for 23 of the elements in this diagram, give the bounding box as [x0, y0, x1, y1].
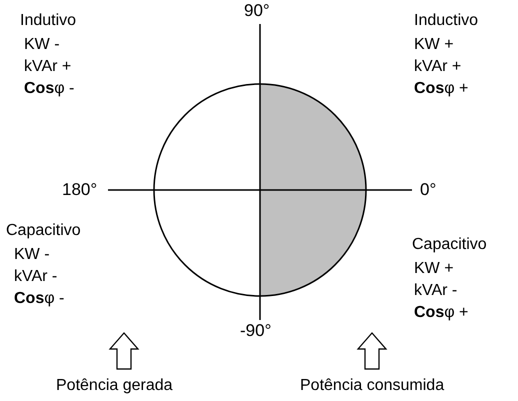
power-sign: kVAr -	[14, 268, 58, 286]
power-factor-sign: Cosφ -	[14, 290, 64, 308]
caption-text: Potência consumida	[300, 377, 444, 395]
power-factor-sign: Cosφ -	[24, 80, 74, 98]
angle-label: 180°	[62, 181, 98, 199]
power-sign: KW +	[414, 36, 454, 54]
angle-label: 90°	[244, 2, 270, 20]
power-sign: KW +	[414, 260, 454, 278]
quadrant-label: Indutivo	[20, 12, 76, 30]
quadrant-label: Inductivo	[414, 12, 478, 30]
power-factor-sign: Cosφ +	[414, 80, 468, 98]
power-sign: KW -	[24, 36, 60, 54]
angle-label: -90°	[240, 322, 272, 340]
power-sign: kVAr +	[414, 58, 462, 76]
angle-label: 0°	[420, 181, 436, 199]
quadrant-label: Capacitivo	[6, 222, 81, 240]
quadrant-circle	[153, 83, 367, 297]
power-sign: KW -	[14, 246, 50, 264]
caption-text: Potência gerada	[56, 377, 173, 395]
quadrant-label: Capacitivo	[412, 236, 487, 254]
power-factor-sign: Cosφ +	[414, 304, 468, 322]
power-sign: kVAr -	[414, 282, 458, 300]
power-sign: kVAr +	[24, 58, 72, 76]
